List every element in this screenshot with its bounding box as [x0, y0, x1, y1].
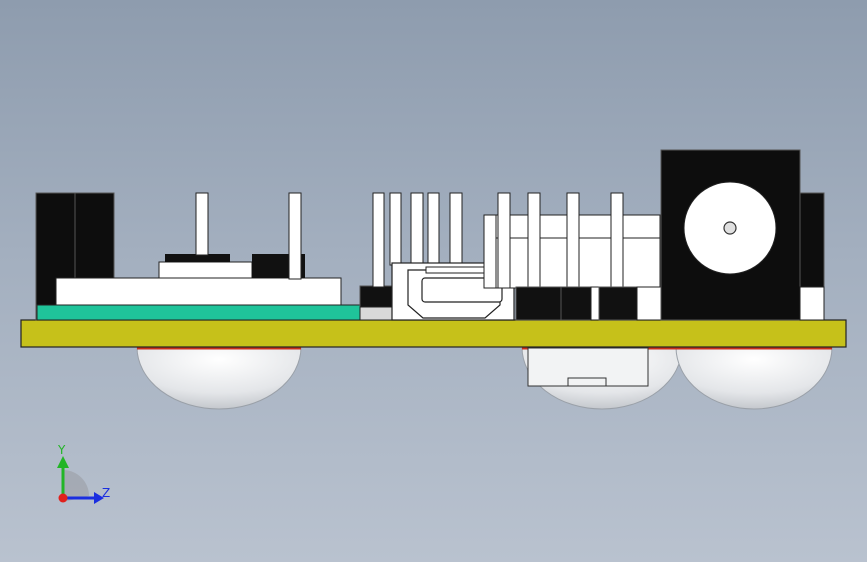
main-board[interactable]	[20, 319, 847, 348]
sensor-base	[55, 277, 342, 306]
sensor-pcb	[36, 304, 361, 321]
dome-mount-tab	[567, 377, 607, 387]
lens-domes	[136, 346, 833, 410]
right-header-block	[483, 192, 661, 289]
z-axis-label: Z	[102, 486, 110, 500]
z-axis-arrow	[94, 492, 104, 504]
small-connector-pad	[359, 306, 393, 321]
usb-port[interactable]	[391, 262, 515, 321]
x-axis-dot	[58, 493, 68, 503]
sensor-top-plate	[158, 261, 253, 279]
y-axis-label: Y	[57, 443, 66, 457]
triad-base-arc	[63, 470, 89, 502]
sensor-pin-1	[195, 192, 209, 256]
header-pins	[372, 192, 463, 288]
dome-left	[136, 346, 302, 410]
black-component-row	[515, 286, 662, 321]
dome-right	[675, 346, 833, 410]
y-axis-arrow	[57, 456, 69, 468]
power-jack[interactable]	[660, 149, 825, 321]
sensor-pin-2	[288, 192, 302, 280]
sensor-cap-left	[165, 254, 230, 262]
axis-triad: Y Z	[57, 443, 110, 504]
